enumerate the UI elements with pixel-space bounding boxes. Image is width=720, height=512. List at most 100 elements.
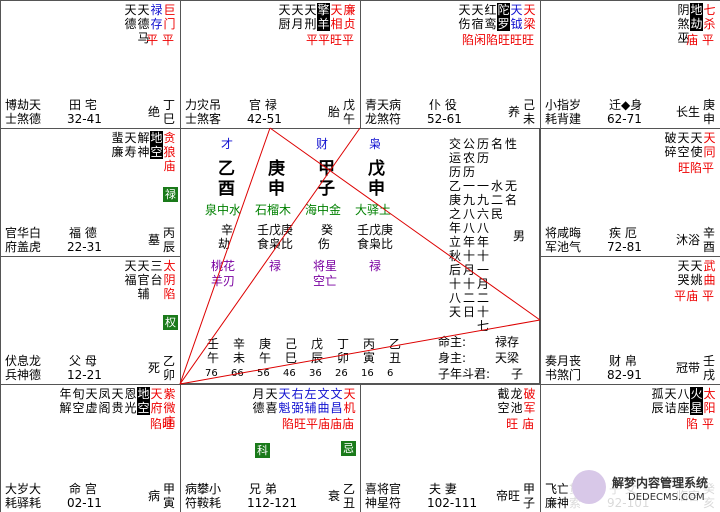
hidden-0-b: 劫 — [218, 237, 231, 251]
branch-1: 申 — [268, 179, 285, 199]
star: 天姚 — [690, 259, 703, 287]
star: 武曲 — [703, 259, 716, 287]
brightness: 旺 庙 — [506, 417, 534, 431]
star: 天哭 — [677, 259, 690, 287]
dayun-branch: 卯 — [337, 351, 350, 365]
star: 蜚廉 — [111, 131, 124, 173]
palace-ganzhi: 丙辰 — [163, 226, 176, 254]
shenzhu-value: 天梁 — [495, 351, 520, 365]
birth-char: 日 — [463, 305, 476, 319]
doujun-value: 子 — [511, 367, 524, 381]
star-char: 天 — [690, 131, 703, 145]
brightness: 平平旺平 — [305, 33, 354, 47]
star-columns: 太阳火星八座天诘孤辰 — [651, 387, 716, 415]
star-char: 辅 — [304, 401, 317, 415]
birth-char: 六 — [477, 207, 490, 221]
star-char: 陷 — [163, 287, 176, 301]
birth-char: 十 — [477, 305, 490, 319]
hidden-0-a: 辛 — [221, 223, 234, 237]
brightness: 陷闲陷旺旺旺 — [461, 33, 534, 47]
star-char: 德 — [252, 401, 265, 415]
watermark-site: DEDECMS.COM — [628, 492, 705, 503]
palace-stage: 沐浴 — [675, 233, 700, 247]
birth-char: 九 — [463, 193, 476, 207]
birth-head-char: 历 — [477, 151, 490, 165]
star: 年解 — [59, 387, 72, 429]
birth-head-col: 名 — [491, 137, 504, 151]
star-char: 天 — [523, 3, 536, 17]
star-char: 庙 — [163, 415, 176, 429]
star: 左辅 — [304, 387, 317, 415]
star-char: 杀 — [703, 17, 716, 31]
star-char: 天 — [137, 259, 150, 273]
birth-head-char: 历 — [449, 165, 462, 179]
star-char: 空 — [677, 145, 690, 159]
star-char: 狼 — [163, 145, 176, 159]
ganzhi-char: 戌 — [703, 368, 716, 382]
minor-stars: 奏月丧书煞门 — [545, 354, 581, 382]
hua-0: 才 — [221, 137, 234, 151]
ganzhi-char: 乙 — [343, 482, 356, 496]
palace-name: 仆 役 — [429, 98, 457, 112]
star-columns: 天梁天钺陀罗红鸾天宿天伤 — [458, 3, 536, 31]
star: 天使 — [690, 131, 703, 159]
dayun-stem: 戊 — [311, 337, 324, 351]
star: 火星 — [690, 387, 703, 415]
palace-range: 82-91 — [607, 368, 642, 382]
birth-char: 十 — [463, 277, 476, 291]
minor-star-line: 兵神德 — [5, 368, 42, 382]
star-char: 机 — [343, 401, 356, 415]
star-char: 七 — [703, 3, 716, 17]
minor-star-line: 伏息龙 — [5, 354, 42, 368]
shensha-1: 禄 — [269, 259, 282, 273]
star: 天魁 — [278, 387, 291, 415]
birth-char: 月 — [463, 263, 476, 277]
ganzhi-char: 未 — [523, 112, 536, 126]
star-char: 孤 — [651, 387, 664, 401]
star-char: 天 — [124, 259, 137, 273]
watermark: 解梦内容管理系统 DEDECMS.COM — [568, 468, 718, 510]
birth-head-char: 交 — [449, 137, 462, 151]
star-char: 恩 — [124, 387, 137, 401]
star-char: 天 — [510, 3, 523, 17]
minor-star-line: 官华白 — [5, 226, 42, 240]
star: 紫微庙 — [163, 387, 176, 429]
ganzhi-char: 酉 — [703, 240, 716, 254]
star-char: 左 — [304, 387, 317, 401]
star-char: 池 — [510, 401, 523, 415]
star-char: 天 — [304, 3, 317, 17]
minor-star-line: 书煞门 — [545, 368, 582, 382]
star-char: 空 — [150, 145, 163, 159]
birth-char: 之 — [449, 207, 462, 221]
star: 天贵 — [111, 387, 124, 429]
dayun-age: 76 — [205, 368, 218, 379]
palace-name: 兄 弟 — [249, 482, 277, 496]
branch-0: 酉 — [218, 179, 235, 199]
branch-3: 申 — [368, 179, 385, 199]
star: 陀罗 — [497, 3, 510, 31]
ganzhi-char: 子 — [523, 496, 536, 510]
minor-stars: 博劫天士煞德 — [5, 98, 41, 126]
star: 天寿 — [124, 131, 137, 173]
star-char: 魁 — [278, 401, 291, 415]
star: 地空 — [137, 387, 150, 429]
star-char: 梁 — [523, 17, 536, 31]
brightness: 陷旺 — [149, 417, 174, 431]
star-char: 虚 — [85, 401, 98, 415]
star-char: 地 — [150, 131, 163, 145]
minor-star-line: 喜将官 — [365, 482, 402, 496]
star: 红鸾 — [484, 3, 497, 31]
minor-stars: 伏息龙兵神德 — [5, 354, 41, 382]
star-char: 碎 — [664, 145, 677, 159]
palace-name: 迁◆身 — [609, 98, 643, 112]
birth-char: 八 — [463, 221, 476, 235]
star-char: 天 — [85, 387, 98, 401]
star: 孤辰 — [651, 387, 664, 415]
star: 天福 — [124, 259, 137, 301]
palace-ganzhi: 丁巳 — [163, 98, 176, 126]
palace-name: 命 宫 — [69, 482, 97, 496]
birth-char: 九 — [477, 193, 490, 207]
star: 天虚 — [85, 387, 98, 429]
minor-stars: 病攀小符鞍耗 — [185, 482, 221, 510]
minor-star-line: 将咸晦 — [545, 226, 582, 240]
